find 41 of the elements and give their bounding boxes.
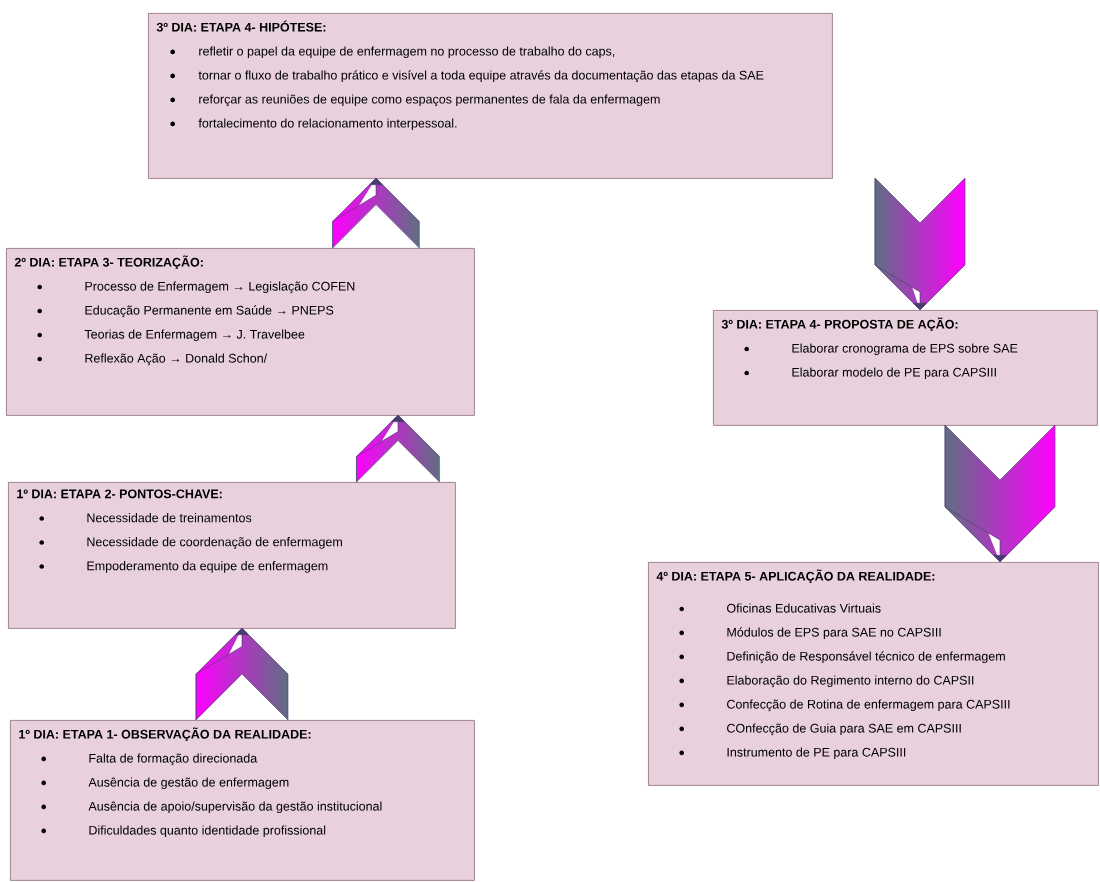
bullet-item: Elaborar cronograma de EPS sobre SAE: [744, 343, 1018, 356]
bullet-item: Dificuldades quanto identidade profissional: [41, 825, 326, 838]
chevron-arrow: [944, 424, 1056, 563]
bullet-item: Confecção de Rotina de enfermagem para CAPSIII: [679, 699, 1010, 712]
chevron-arrow: [874, 177, 966, 311]
bullet-item: Elaborar modelo de PE para CAPSIII: [744, 367, 996, 380]
bullet-item: Instrumento de PE para CAPSIII: [679, 747, 906, 760]
bullet-item: Reflexão Ação → Donald Schon/: [37, 353, 268, 366]
bullet-item: COnfecção de Guia para SAE em CAPSIII: [679, 723, 961, 736]
stage-box: [6, 248, 475, 416]
heading: 4º DIA: ETAPA 5- APLICAÇÃO DA REALIDADE:: [656, 569, 935, 584]
bullet-item: Ausência de gestão de enfermagem: [41, 777, 289, 790]
stage-box: [713, 310, 1098, 426]
bullet-item: reforçar as reuniões de equipe como espaços permanentes de fala da enfermagem: [170, 94, 660, 107]
bullet-item: refletir o papel da equipe de enfermagem no processo de trabalho do caps,: [170, 46, 615, 59]
stage-box: [148, 13, 833, 179]
bullet-item: Elaboração do Regimento interno do CAPSII: [679, 675, 974, 688]
bullet-item: Módulos de EPS para SAE no CAPSIII: [679, 627, 941, 640]
heading: 1º DIA: ETAPA 1- OBSERVAÇÃO DA REALIDADE:: [19, 727, 311, 742]
stage-box: [10, 720, 475, 881]
bullet-item: Oficinas Educativas Virtuais: [679, 603, 881, 613]
bullet-item: Ausência de apoio/supervisão da gestão institucional: [41, 801, 382, 814]
bullet-item: fortalecimento do relacionamento interpessoal.: [170, 118, 457, 131]
heading: 3º DIA: ETAPA 4- PROPOSTA DE AÇÃO:: [721, 317, 958, 332]
chevron-arrow: [332, 177, 420, 249]
bullet-item: Processo de Enfermagem → Legislação COFEN: [37, 281, 355, 294]
stage-box: [648, 562, 1099, 786]
heading: 2º DIA: ETAPA 3- TEORIZAÇÃO:: [14, 255, 203, 270]
bullet-item: tornar o fluxo de trabalho prático e visível a toda equipe através da documentação das etapas da SAE: [170, 70, 764, 83]
stage-box: [8, 482, 456, 629]
bullet-item: Necessidade de treinamentos: [39, 513, 252, 523]
chevron-arrow: [195, 627, 289, 721]
bullet-item: Falta de formação direcionada: [41, 753, 258, 766]
bullet-item: Educação Permanente em Saúde → PNEPS: [37, 305, 334, 318]
bullet-item: Teorias de Enfermagem → J. Travelbee: [37, 329, 305, 342]
bullet-item: Necessidade de coordenação de enfermagem: [39, 537, 342, 549]
bullet-item: Empoderamento da equipe de enfermagem: [39, 561, 328, 573]
chevron-arrow: [356, 414, 440, 483]
heading: 1º DIA: ETAPA 2- PONTOS-CHAVE:: [17, 489, 222, 499]
heading: 3º DIA: ETAPA 4- HIPÓTESE:: [156, 20, 326, 32]
bullet-item: Definição de Responsável técnico de enfermagem: [679, 651, 1005, 664]
